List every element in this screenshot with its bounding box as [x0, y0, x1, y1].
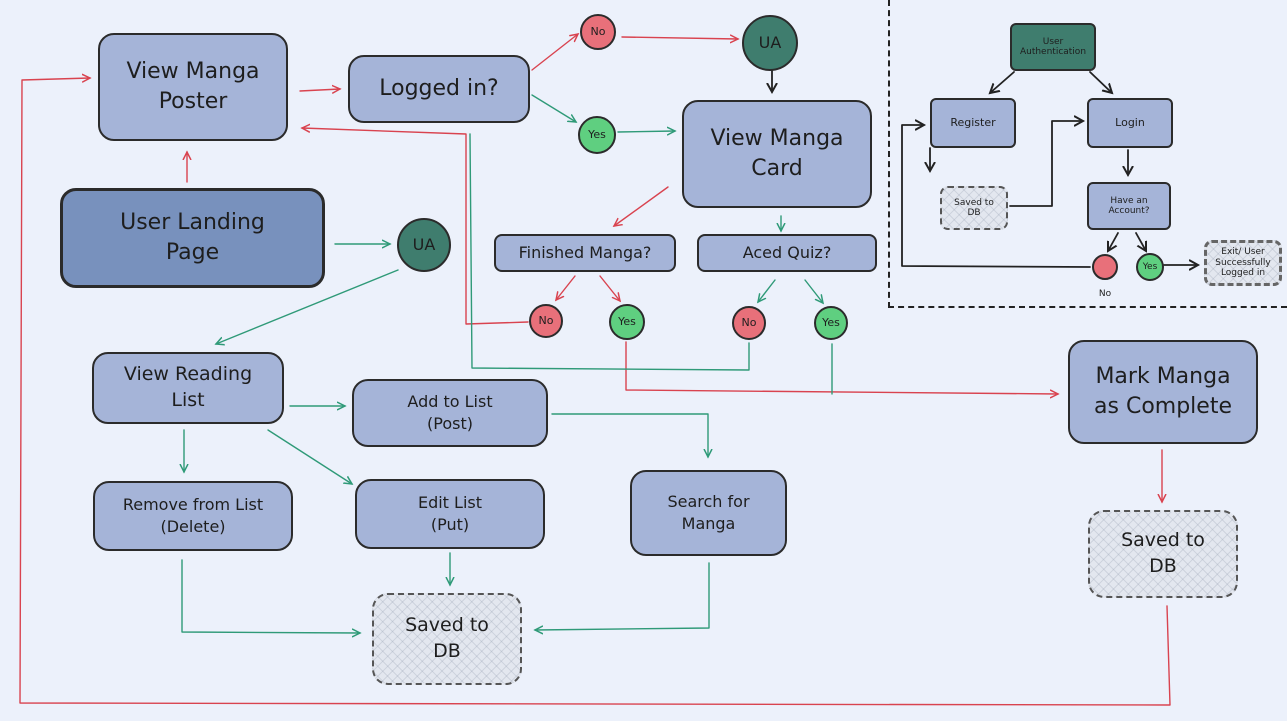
yes-circle-finished[interactable]: Yes [609, 304, 645, 340]
yes-circle-quiz[interactable]: Yes [814, 306, 848, 340]
ua-circle-landing[interactable]: UA [397, 218, 451, 272]
edge-saved-to-login [1009, 121, 1083, 207]
no-label-auth: No [1098, 288, 1112, 299]
edge-auth-to-register [990, 71, 1015, 93]
user-authentication-node[interactable]: User Authentication [1010, 23, 1096, 71]
mark-manga-complete-node[interactable]: Mark Manga as Complete [1068, 340, 1258, 444]
edge-ua-to-readinglist [216, 269, 399, 344]
edge-finished-to-no [556, 275, 576, 300]
remove-from-list-node[interactable]: Remove from List (Delete) [93, 481, 293, 551]
view-manga-card-node[interactable]: View Manga Card [682, 100, 872, 208]
edge-yes-to-card [617, 131, 675, 132]
edge-no-to-ua [621, 37, 738, 39]
edge-quiz-to-no [758, 279, 776, 302]
finished-manga-decision[interactable]: Finished Manga? [494, 234, 676, 272]
edge-no-back-to-poster [302, 128, 529, 325]
edge-loggedin-to-no [531, 34, 578, 71]
exit-success-node: Exit/ User Successfully Logged in [1204, 240, 1282, 286]
yes-circle-auth[interactable]: Yes [1136, 253, 1164, 281]
edge-add-to-search [551, 413, 708, 457]
register-node[interactable]: Register [930, 98, 1016, 148]
user-landing-page-node[interactable]: User Landing Page [60, 188, 325, 288]
edge-quiz-no-back [469, 133, 750, 371]
no-circle-login[interactable]: No [580, 14, 616, 50]
edge-search-to-saved [535, 562, 710, 630]
auth-panel [888, 0, 1287, 308]
no-circle-quiz[interactable]: No [732, 306, 766, 340]
edge-account-to-no [1108, 232, 1119, 251]
edge-yes-to-complete [625, 341, 1058, 394]
edge-quiz-to-yes [804, 279, 823, 303]
edge-no-back-to-register [901, 125, 1091, 268]
saved-to-db-auth: Saved to DB [940, 186, 1008, 230]
yes-circle-login[interactable]: Yes [578, 116, 616, 154]
search-for-manga-node[interactable]: Search for Manga [630, 470, 787, 556]
edge-card-to-finished [614, 186, 669, 226]
edge-saved-loop-back [19, 78, 1171, 706]
no-circle-auth[interactable] [1092, 254, 1118, 280]
logged-in-decision[interactable]: Logged in? [348, 55, 530, 123]
edge-poster-to-loggedin [299, 89, 340, 91]
view-reading-list-node[interactable]: View Reading List [92, 352, 284, 424]
edge-finished-to-yes [599, 275, 620, 301]
edge-loggedin-to-yes [531, 94, 576, 122]
aced-quiz-decision[interactable]: Aced Quiz? [697, 234, 877, 272]
saved-to-db-right: Saved to DB [1088, 510, 1238, 598]
edge-remove-to-saved [181, 559, 360, 633]
add-to-list-node[interactable]: Add to List (Post) [352, 379, 548, 447]
have-an-account-decision[interactable]: Have an Account? [1087, 182, 1171, 230]
edit-list-node[interactable]: Edit List (Put) [355, 479, 545, 549]
view-manga-poster-node[interactable]: View Manga Poster [98, 33, 288, 141]
edge-auth-to-login [1089, 71, 1112, 93]
saved-to-db-list: Saved to DB [372, 593, 522, 685]
edge-account-to-yes [1135, 232, 1146, 251]
login-node[interactable]: Login [1087, 98, 1173, 148]
no-circle-finished[interactable]: No [529, 304, 563, 338]
edge-list-to-edit [267, 429, 352, 484]
ua-circle-top[interactable]: UA [742, 15, 798, 71]
